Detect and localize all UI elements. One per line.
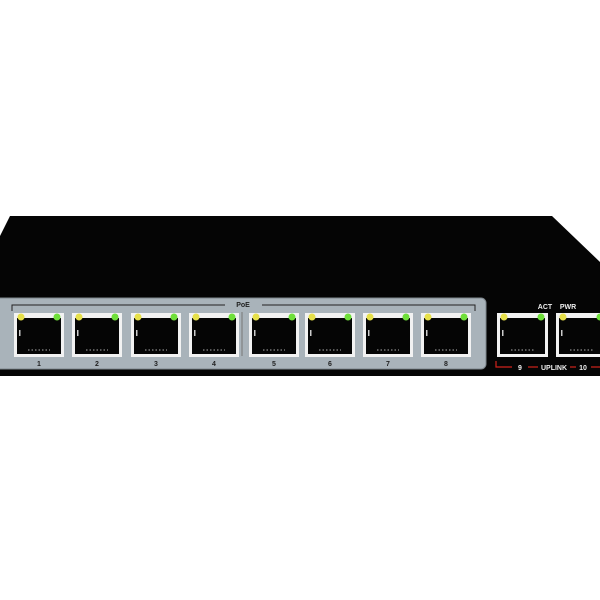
port-number-label: 6 (328, 361, 332, 368)
activity-led-icon (288, 313, 296, 321)
activity-led-icon (111, 313, 119, 321)
port-number-label: 2 (95, 361, 99, 368)
poe-label: PoE (236, 302, 250, 309)
poe-bracket-right (262, 304, 476, 311)
port-latch-mark (194, 330, 196, 336)
rj45-socket (500, 318, 545, 354)
activity-led-icon (344, 313, 352, 321)
poe-bracket-left (11, 304, 225, 311)
rj45-socket (252, 318, 296, 354)
port-latch-mark (426, 330, 428, 336)
rj45-socket (75, 318, 119, 354)
rj45-socket (17, 318, 61, 354)
port-latch-mark (502, 330, 504, 336)
rj45-socket (559, 318, 600, 354)
rj45-socket (366, 318, 410, 354)
activity-led-icon (460, 313, 468, 321)
link-led-icon (252, 313, 260, 321)
port-latch-mark (254, 330, 256, 336)
activity-led-icon (170, 313, 178, 321)
link-led-icon (308, 313, 316, 321)
port-latch-mark (310, 330, 312, 336)
link-led-icon (366, 313, 374, 321)
act-label: ACT (538, 304, 553, 311)
port-number-label: 5 (272, 361, 276, 368)
uplink-line-left (495, 361, 512, 368)
port-latch-mark (136, 330, 138, 336)
rj45-socket (308, 318, 352, 354)
link-led-icon (17, 313, 25, 321)
poe-port-4[interactable] (189, 313, 239, 357)
activity-led-icon (596, 313, 600, 321)
pwr-label: PWR (560, 304, 576, 311)
link-led-icon (75, 313, 83, 321)
poe-port-1[interactable] (14, 313, 64, 357)
uplink-port-10-label: 10 (579, 365, 587, 372)
activity-led-icon (53, 313, 61, 321)
activity-led-icon (402, 313, 410, 321)
uplink-port-9-label: 9 (518, 365, 522, 372)
poe-port-7[interactable] (363, 313, 413, 357)
activity-led-icon (537, 313, 545, 321)
poe-port-3[interactable] (131, 313, 181, 357)
link-led-icon (500, 313, 508, 321)
port-latch-mark (368, 330, 370, 336)
port-number-label: 3 (154, 361, 158, 368)
port-number-label: 7 (386, 361, 390, 368)
rj45-socket (192, 318, 236, 354)
rj45-socket (134, 318, 178, 354)
poe-port-2[interactable] (72, 313, 122, 357)
port-latch-mark (561, 330, 563, 336)
link-led-icon (424, 313, 432, 321)
link-led-icon (559, 313, 567, 321)
link-led-icon (134, 313, 142, 321)
port-latch-mark (77, 330, 79, 336)
port-number-label: 4 (212, 361, 216, 368)
uplink-label: UPLINK (541, 365, 567, 372)
poe-port-6[interactable] (305, 313, 355, 357)
rj45-socket (424, 318, 468, 354)
uplink-port-10[interactable] (556, 313, 600, 357)
uplink-port-9[interactable] (497, 313, 548, 357)
port-number-label: 1 (37, 361, 41, 368)
link-led-icon (192, 313, 200, 321)
poe-port-5[interactable] (249, 313, 299, 357)
port-number-label: 8 (444, 361, 448, 368)
poe-port-8[interactable] (421, 313, 471, 357)
port-latch-mark (19, 330, 21, 336)
activity-led-icon (228, 313, 236, 321)
